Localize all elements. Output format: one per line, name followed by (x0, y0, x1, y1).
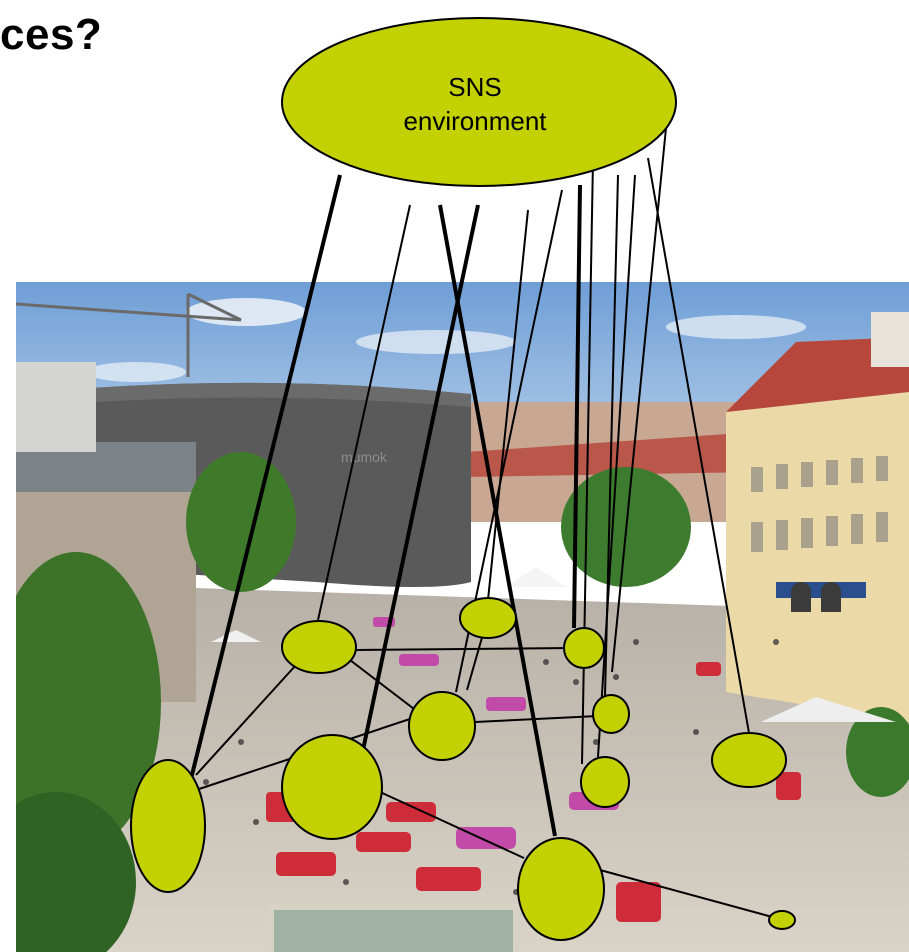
user-nodes (130, 17, 796, 941)
slide-title-fragment: ces? (0, 10, 103, 59)
node-large-center (281, 734, 383, 840)
right-building (726, 392, 909, 722)
node-small-right-bottom (580, 756, 630, 808)
node-medium-right (711, 732, 787, 788)
peer-link (599, 869, 777, 919)
link-line (188, 174, 342, 784)
peer-link (195, 664, 297, 776)
link-line (317, 204, 411, 621)
crane (16, 292, 242, 377)
node-tiny-bottom-right (768, 910, 796, 930)
node-large-left (130, 759, 206, 893)
peer-link (379, 791, 525, 859)
link-line (597, 174, 636, 758)
sns-environment-node (281, 17, 677, 187)
link-line (611, 107, 669, 673)
node-medium-center (408, 691, 476, 761)
plaza-photo: mumok (16, 282, 909, 952)
node-small-right-middle (592, 694, 630, 734)
environment-links (188, 107, 750, 837)
plaza-ground (16, 582, 909, 952)
peer-link (354, 647, 573, 651)
node-large-bottom (517, 837, 605, 941)
link-line (438, 204, 557, 837)
node-medium-left (281, 620, 357, 674)
peer-link (466, 633, 484, 691)
peer-link (349, 659, 419, 713)
fountain-basin (268, 904, 519, 952)
node-small-top (459, 597, 517, 639)
peer-link (474, 715, 599, 723)
tree (16, 552, 161, 852)
link-line (581, 159, 594, 765)
tree (186, 452, 296, 592)
link-line (361, 204, 480, 751)
link-line (572, 184, 582, 629)
peer-links (195, 633, 777, 919)
link-line (647, 157, 750, 734)
link-line (487, 209, 529, 601)
node-small-right-top (563, 627, 605, 669)
